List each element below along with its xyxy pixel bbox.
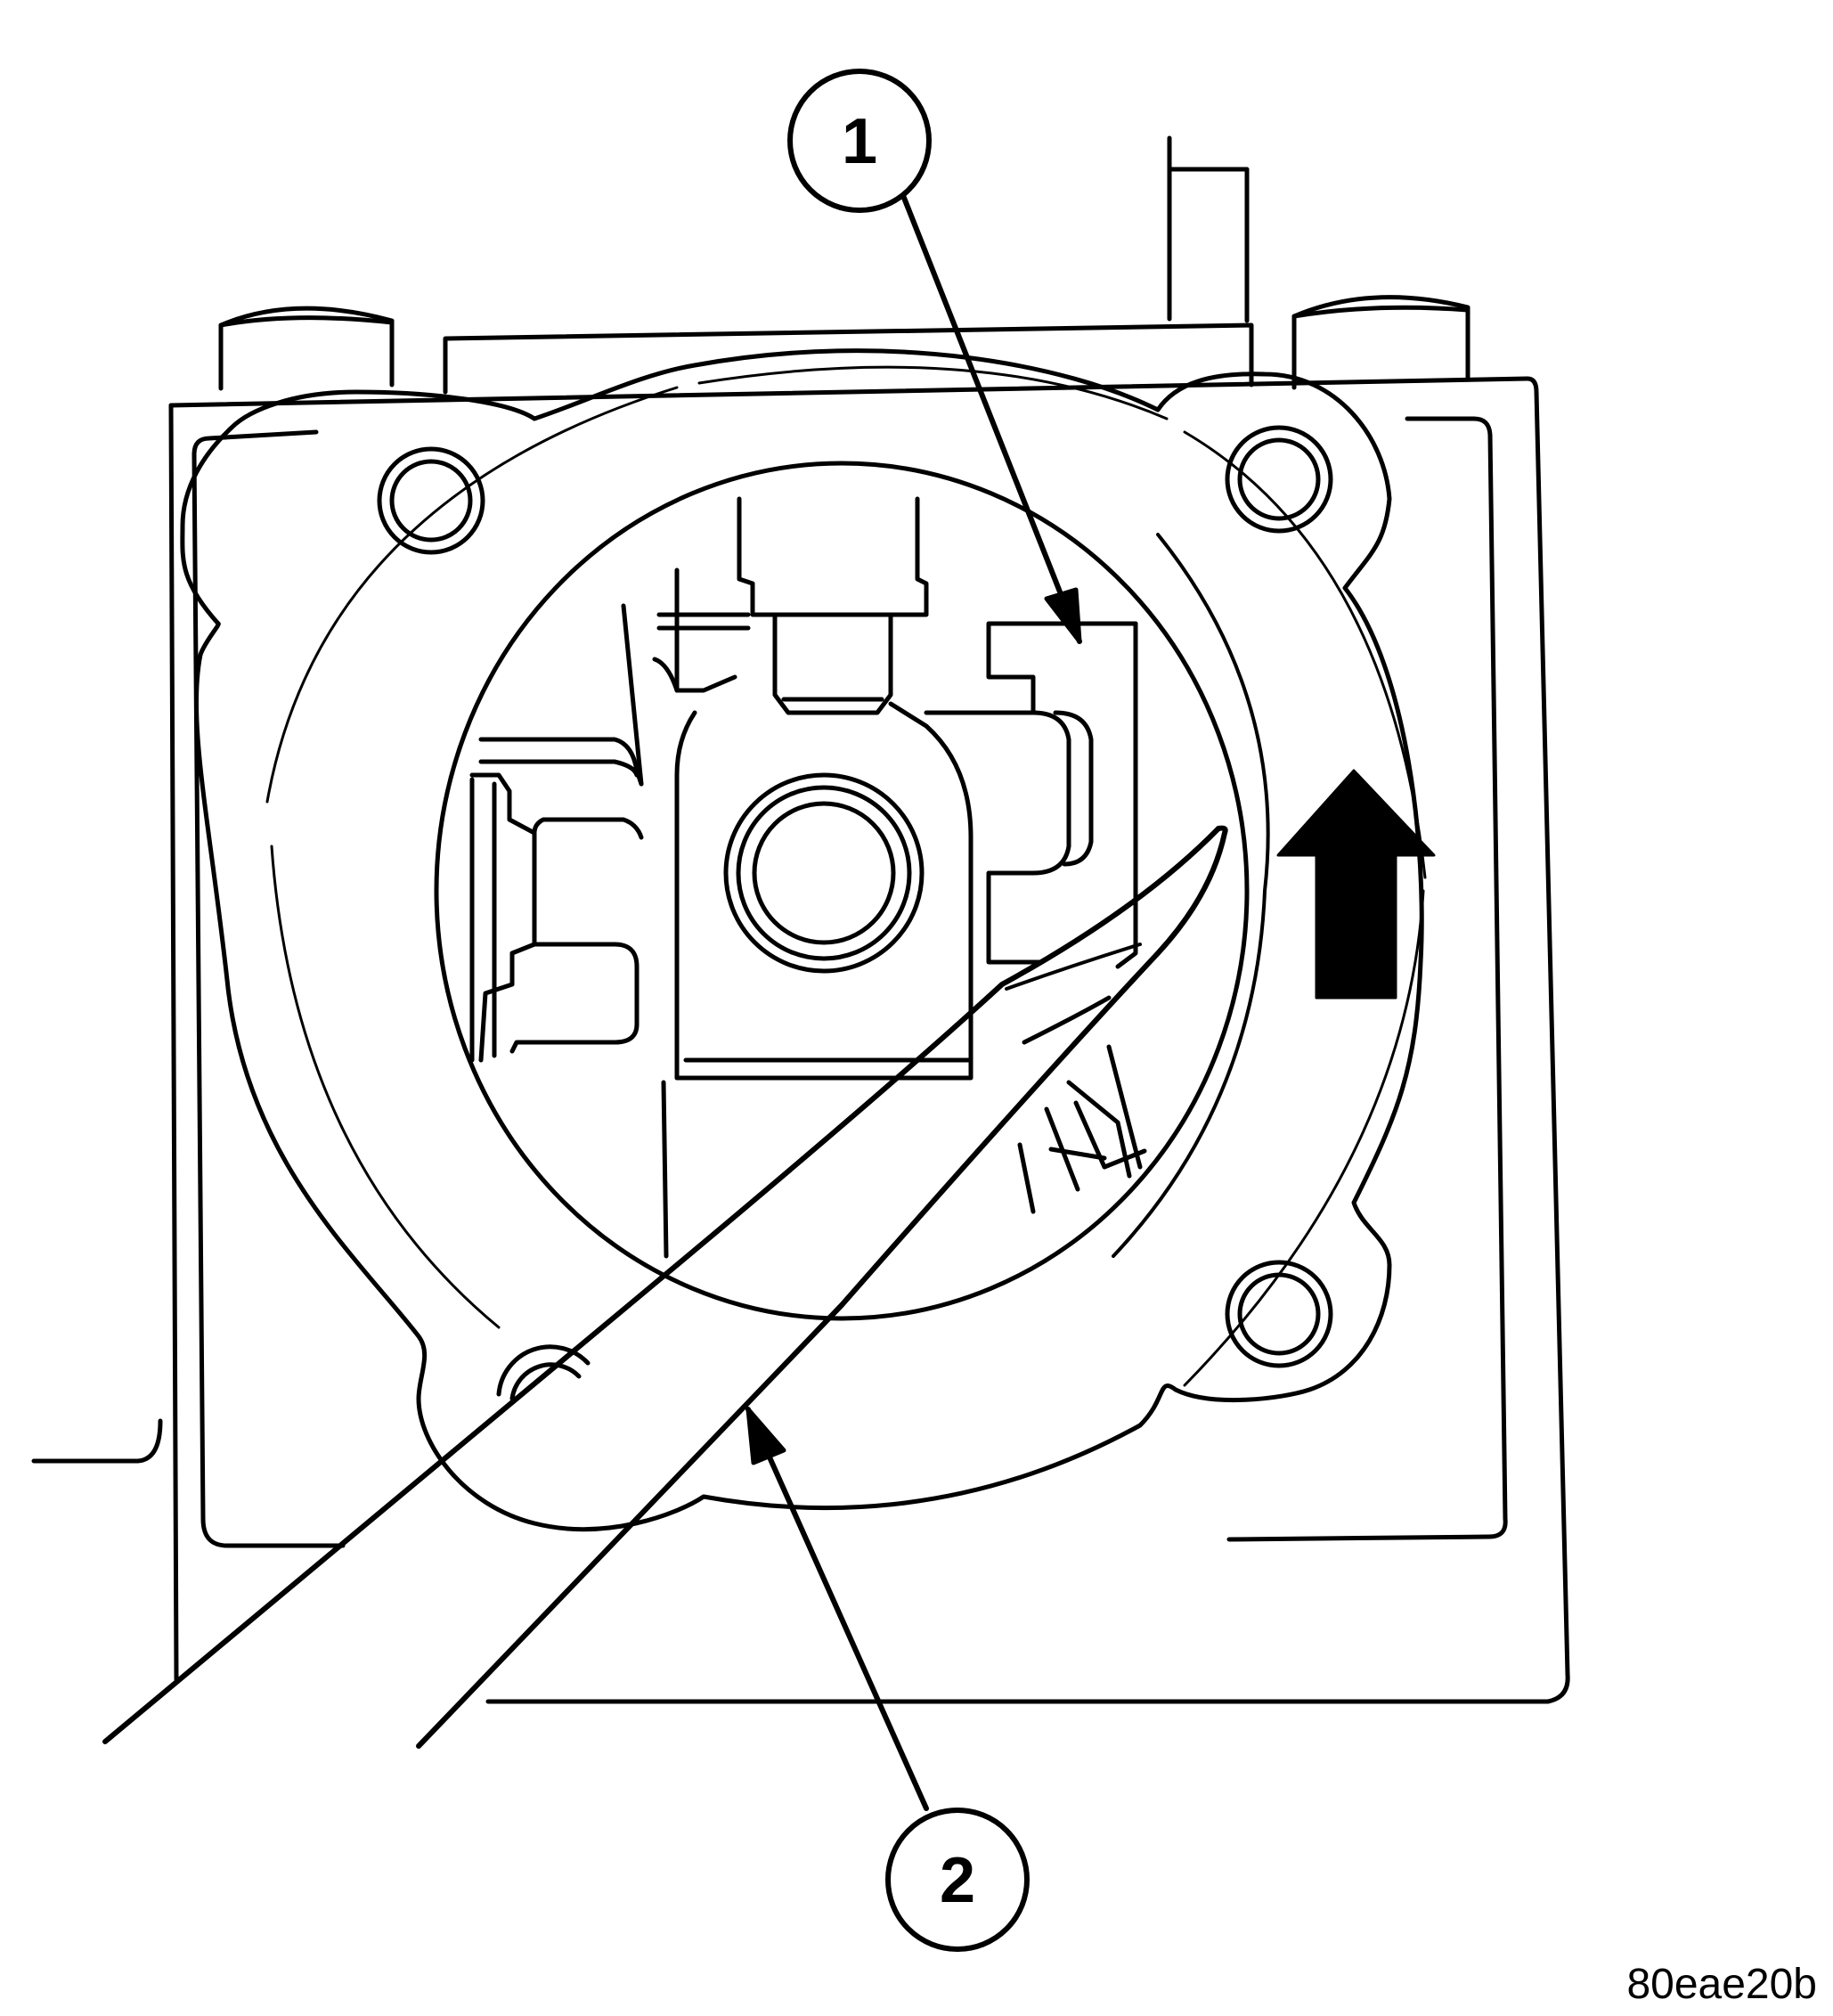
callout-1-number: 1 xyxy=(842,106,877,177)
flange-plate xyxy=(180,348,1424,1531)
throttle-mechanism xyxy=(469,496,1147,1259)
housing-recess xyxy=(191,416,1508,1548)
flange-inner-circle xyxy=(265,365,1427,1387)
callout-2-number: 2 xyxy=(940,1845,975,1916)
top-pipe xyxy=(1167,135,1250,323)
pry-tool xyxy=(102,825,1228,1749)
top-plate xyxy=(443,322,1254,395)
direction-up-arrow xyxy=(1276,769,1436,1000)
side-pipe xyxy=(31,1418,163,1464)
bolt-hole-top-left xyxy=(377,446,485,555)
housing-body xyxy=(168,376,1570,1704)
left-boss xyxy=(218,306,395,391)
bolt-hole-bottom-right xyxy=(1225,1260,1333,1368)
throttle-bore xyxy=(434,461,1270,1321)
right-boss xyxy=(1291,295,1470,390)
callout-1: 1 xyxy=(787,69,1082,644)
bolt-hole-bottom-left xyxy=(496,1344,591,1401)
callout-2: 2 xyxy=(745,1407,1030,1952)
figure-id: 80eae20b xyxy=(1626,1961,1817,2008)
bolt-hole-top-right xyxy=(1225,425,1333,534)
housing-left-edge xyxy=(168,403,179,1682)
